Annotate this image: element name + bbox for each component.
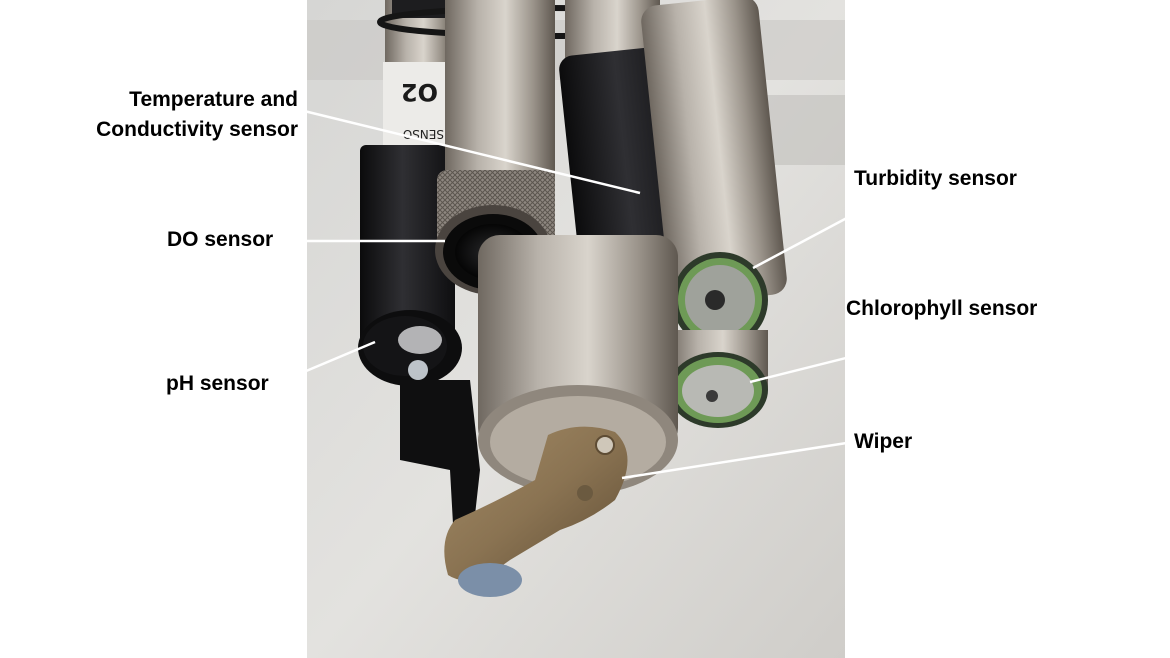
leader-turbidity xyxy=(752,201,876,270)
leader-chlorophyll xyxy=(749,340,911,384)
leader-lines xyxy=(279,108,911,480)
turbidity-sensor-body xyxy=(641,0,787,304)
chlorophyll-sensor-dot xyxy=(706,390,718,402)
leader-wiper xyxy=(621,440,854,480)
chlorophyll-sensor-face-icon xyxy=(682,365,754,417)
label-temp-conductivity-line2: Conductivity sensor xyxy=(96,118,298,141)
label-turbidity-sensor: Turbidity sensor xyxy=(854,167,1017,190)
ph-sensor-bulb-icon xyxy=(398,326,442,380)
leader-temp-conductivity xyxy=(299,108,641,195)
label-chlorophyll-sensor: Chlorophyll sensor xyxy=(846,297,1038,320)
wiper-screw xyxy=(595,435,615,455)
leader-ph xyxy=(279,340,376,384)
wiper-arm xyxy=(444,426,628,580)
lower-black-bracket xyxy=(400,380,480,560)
label-temp-conductivity: Temperature and Conductivity sensor xyxy=(96,85,298,145)
turbidity-sensor-mark xyxy=(705,290,725,310)
label-wiper: Wiper xyxy=(854,430,913,453)
housing-mark-text: O2 xyxy=(401,78,438,106)
wiper-pivot xyxy=(577,485,593,501)
wiper-pad xyxy=(458,563,522,597)
label-temp-conductivity-line1: Temperature and xyxy=(129,88,298,111)
label-ph-sensor: pH sensor xyxy=(166,372,269,395)
ph-sensor-body xyxy=(360,145,455,350)
label-do-sensor: DO sensor xyxy=(167,228,274,251)
